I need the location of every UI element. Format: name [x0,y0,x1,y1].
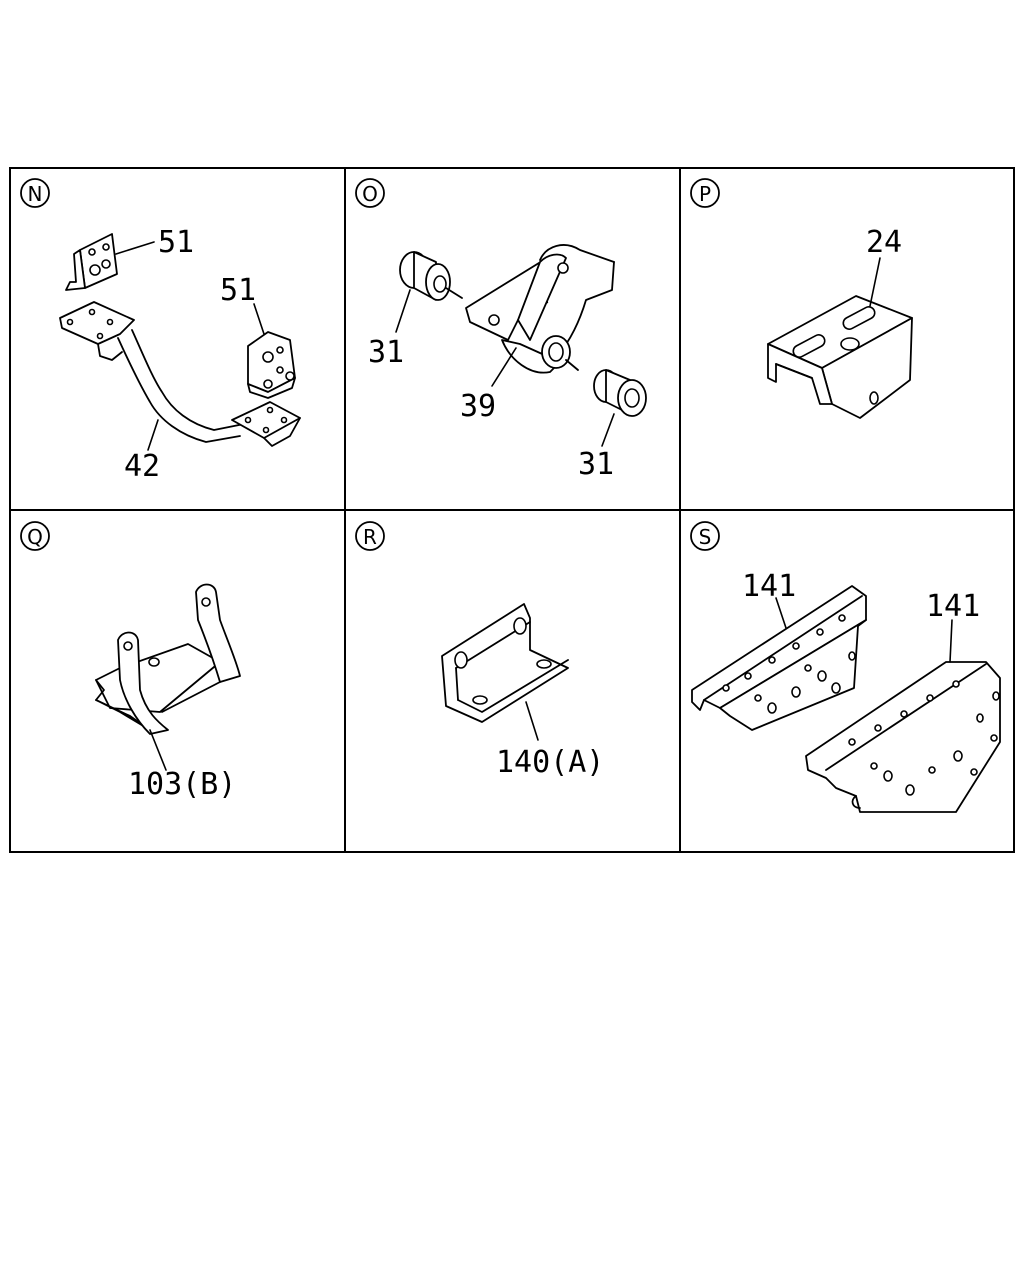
part-141-plate-b [805,661,1001,813]
callout-n-51-right: 51 [220,273,256,308]
callout-o-39: 39 [460,389,496,424]
callout-r-140a: 140(A) [496,745,604,780]
callout-n-42: 42 [124,449,160,484]
part-39-bracket [465,244,615,374]
panel-q-badge: Q [20,521,50,551]
leader-o-31b [601,413,615,447]
leader-o-31a [395,289,411,333]
callout-n-51-top: 51 [158,225,194,260]
part-24-bracket [767,295,913,419]
grid-frame [9,167,1015,853]
panel-o-badge: O [355,178,385,208]
leader-n-51b [253,303,265,335]
leader-r-140a [525,701,539,741]
callout-p-24: 24 [866,225,902,260]
panel-o: O 31 [355,178,647,482]
leader-q-103b [149,729,167,771]
part-141-channel-a [691,585,867,731]
leader-n-42 [147,419,159,451]
panel-p: P 24 [690,178,913,419]
leader-p-24 [869,257,881,307]
panel-n-badge: N [20,178,50,208]
leader-s-141a [775,597,787,629]
callout-q-103b: 103(B) [128,767,236,802]
part-42-crossmember [59,301,301,447]
part-51-plate-b [247,331,296,399]
callout-s-141-lower: 141 [926,589,980,624]
panel-q: Q 103(B) [20,521,241,802]
panel-p-letter: P [699,182,711,206]
panel-s-badge: S [690,521,720,551]
panel-n: N [20,178,301,484]
leader-s-141b [949,619,953,663]
part-31-bushing-upper [399,251,463,301]
panel-q-letter: Q [27,525,43,549]
panel-p-badge: P [690,178,720,208]
part-103b-bracket [95,583,241,735]
part-31-bushing-lower [593,369,647,417]
panel-s: S [690,521,1001,813]
callout-o-31-lower: 31 [578,447,614,482]
leader-o-39 [491,347,517,387]
callout-o-31-upper: 31 [368,335,404,370]
part-140a-angle [441,603,569,723]
part-51-plate-a [65,233,118,291]
panel-r: R 140(A) [355,521,604,780]
panel-o-letter: O [362,182,378,206]
panel-r-badge: R [355,521,385,551]
panel-s-letter: S [699,525,712,549]
panel-r-letter: R [363,525,377,549]
panel-n-letter: N [28,182,43,206]
callout-s-141-upper: 141 [742,569,796,604]
leader-n-51a [115,241,155,255]
